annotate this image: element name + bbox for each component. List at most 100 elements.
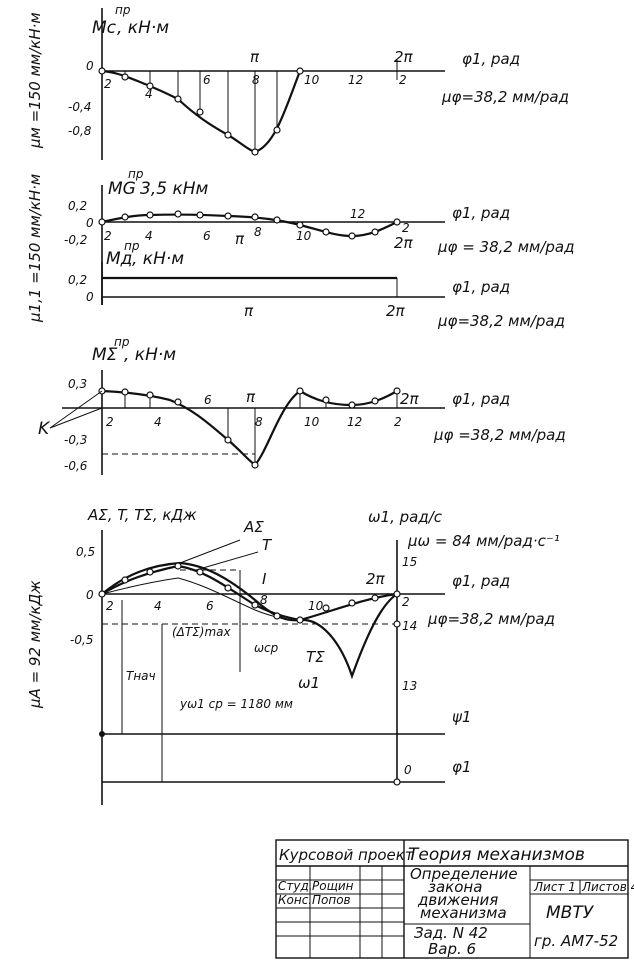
d5-label-dt: (ΔTΣ)max xyxy=(172,625,232,639)
d4-k-label: K xyxy=(38,419,51,439)
d5-curve-t xyxy=(101,564,398,622)
d1-pi-label: π xyxy=(250,48,260,66)
d2-points xyxy=(98,210,401,240)
d4-tick-x2: 6 xyxy=(204,393,212,407)
d5-tick-y2: -0,5 xyxy=(70,633,93,647)
d3-title: Mд xyxy=(106,249,132,269)
d1-points xyxy=(98,67,304,156)
title-block: Курсовой проект Теория механизмов Опреде… xyxy=(275,839,634,959)
d1-scale-label: μм =150 мм/кН·м xyxy=(26,12,44,149)
tb-group: гр. АМ7-52 xyxy=(534,932,618,950)
d2-pi-label: π xyxy=(235,230,245,248)
d1-axis-label: φ1, рад xyxy=(462,50,520,68)
d2-tick-x4: 10 xyxy=(296,229,312,243)
d5-label-psi1: ψ1 xyxy=(452,708,471,726)
d5-tick-x5: 2 xyxy=(402,595,410,609)
d1-tick-x2: 6 xyxy=(203,73,211,87)
d2-scale-label: μ1,1 =150 мм/кН·м xyxy=(26,174,44,323)
d4-points xyxy=(98,387,401,469)
d1-tick-x4: 10 xyxy=(304,73,320,87)
d5-curve-a xyxy=(101,577,301,621)
d5-origin-dot xyxy=(99,731,105,737)
d1-tick-y1: -0,4 xyxy=(68,100,91,114)
d4-scale-phi: μφ =38,2 мм/рад xyxy=(433,426,566,444)
d5-points xyxy=(98,562,401,786)
diagram-mg: MG пр 3,5 кНм μ1,1 =150 мм/кН·м φ1, рад … xyxy=(26,167,574,323)
d5-scale-omega: μω = 84 мм/рад·с⁻¹ xyxy=(407,532,560,550)
tb-org: МВТУ xyxy=(546,903,595,923)
d5-tick-x4: 10 xyxy=(308,599,324,613)
d1-curve xyxy=(101,69,302,154)
d4-axis-label: φ1, рад xyxy=(452,390,510,408)
d5-label-t: T xyxy=(262,536,273,554)
d3-tick-y0: 0,2 xyxy=(68,273,87,287)
tb-variant: Вар. 6 xyxy=(428,940,476,958)
d2-scale-phi: μφ = 38,2 мм/рад xyxy=(437,238,574,256)
d3-scale-phi: μφ=38,2 мм/рад xyxy=(437,312,565,330)
d2-title-sup: пр xyxy=(128,167,144,181)
d2-tick-x1: 4 xyxy=(145,229,153,243)
d4-k-leader xyxy=(49,407,103,429)
d1-tick-x5: 12 xyxy=(348,73,363,87)
d5-tick-x2: 6 xyxy=(206,599,214,613)
d2-axis-label: φ1, рад xyxy=(452,204,510,222)
d2-2pi-label: 2π xyxy=(394,234,414,252)
d5-tick-x0: 2 xyxy=(106,599,114,613)
d2-tick-x6: 2 xyxy=(402,221,410,235)
d5-t-leader xyxy=(195,551,259,571)
d5-title: AΣ, T, TΣ, кДж xyxy=(87,506,197,524)
d3-title-unit: , кН·м xyxy=(132,249,184,269)
d1-tick-x0: 2 xyxy=(104,77,112,91)
d2-tick-x5: 12 xyxy=(350,207,365,221)
tb-topic-0: Определение xyxy=(410,865,518,883)
tb-cons-name: Попов xyxy=(312,893,351,907)
d3-title-sup: пр xyxy=(124,239,140,253)
d5-label-ti: TΣ xyxy=(306,648,325,666)
tb-topic-3: механизма xyxy=(420,904,507,922)
d4-title-sup: пр xyxy=(114,335,130,349)
d1-tick-y0: 0 xyxy=(86,59,94,73)
diagram-mc: Mc пр , кН·м μм =150 мм/кН·м φ1, рад μφ=… xyxy=(26,3,569,160)
d5-scale-label: μA = 92 мм/кДж xyxy=(26,580,44,709)
tb-stud-label: Студ. xyxy=(278,879,313,893)
tb-sheet: Лист 1 xyxy=(533,880,576,894)
d4-tick-x6: 2 xyxy=(394,415,402,429)
d5-label-phi1: φ1 xyxy=(452,758,471,776)
d5-tick-w1: 14 xyxy=(402,619,417,633)
tb-stud-name: Рощин xyxy=(312,879,354,893)
diagram-md: Mд пр , кН·м φ1, рад μφ=38,2 мм/рад 0,2 … xyxy=(68,239,565,330)
d5-label-ycp: yω1 ср = 1180 мм xyxy=(179,697,293,711)
d4-tick-y0: 0,3 xyxy=(68,377,87,391)
d1-title-unit: , кН·м xyxy=(117,18,169,38)
d4-title: MΣ xyxy=(92,345,118,365)
d5-tick-w2: 13 xyxy=(402,679,417,693)
tb-topic-2: движения xyxy=(417,891,498,909)
tb-task: Зад. N 42 xyxy=(414,924,488,942)
d3-pi-label: π xyxy=(244,302,254,320)
d3-2pi-label: 2π xyxy=(386,302,406,320)
d2-tick-x3: 8 xyxy=(254,225,262,239)
d2-tick-x2: 6 xyxy=(203,229,211,243)
d5-label-a: AΣ xyxy=(243,518,264,536)
d1-tick-x6: 2 xyxy=(399,73,407,87)
d2-title: MG xyxy=(108,179,136,199)
d5-tick-x1: 4 xyxy=(154,599,162,613)
d1-tick-x1: 4 xyxy=(145,87,153,101)
d4-tick-y1: -0,3 xyxy=(64,433,87,447)
d4-tick-x5: 12 xyxy=(347,415,362,429)
d1-tick-x3: 8 xyxy=(252,73,260,87)
d4-tick-x0: 2 xyxy=(106,415,114,429)
d1-tick-y2: -0,8 xyxy=(68,124,92,138)
d5-scale-phi: μφ=38,2 мм/рад xyxy=(427,610,555,628)
d2-tick-y1: 0 xyxy=(86,216,94,230)
d4-2pi-label: 2π xyxy=(400,390,420,408)
d2-tick-x0: 2 xyxy=(104,229,112,243)
diagram-msum: MΣ пр , кН·м φ1, рад μφ =38,2 мм/рад 0,3… xyxy=(38,335,566,475)
d1-2pi-label: 2π xyxy=(394,48,414,66)
d5-curve-omega xyxy=(101,561,398,680)
d5-omega-label: ω1, рад/с xyxy=(368,508,443,526)
tb-topic-1: закона xyxy=(428,878,482,896)
d3-axis-label: φ1, рад xyxy=(452,278,510,296)
d5-label-i: I xyxy=(262,570,267,588)
d2-title-unit: 3,5 кНм xyxy=(140,179,208,199)
